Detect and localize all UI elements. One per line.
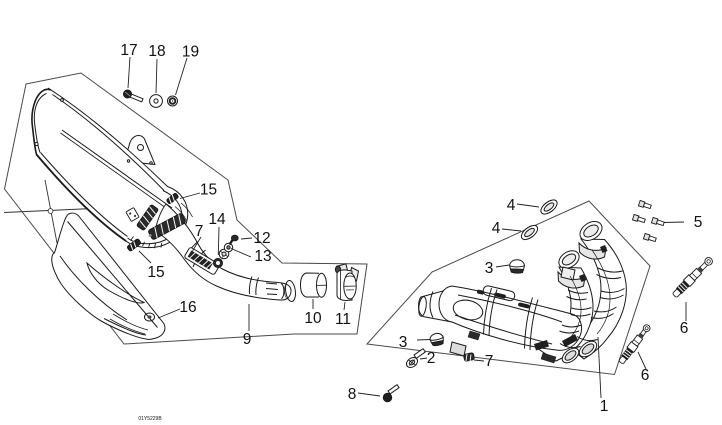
svg-text:19: 19	[182, 44, 199, 61]
svg-text:2: 2	[427, 350, 436, 367]
svg-text:16: 16	[179, 299, 196, 316]
svg-text:14: 14	[208, 211, 226, 228]
svg-text:7: 7	[195, 223, 204, 240]
svg-text:01Y5229B: 01Y5229B	[138, 416, 162, 422]
svg-text:15: 15	[147, 264, 164, 281]
svg-text:1: 1	[600, 398, 609, 415]
svg-text:9: 9	[243, 331, 252, 348]
svg-text:6: 6	[680, 320, 689, 337]
svg-text:15: 15	[200, 182, 217, 199]
svg-text:13: 13	[254, 248, 271, 265]
svg-text:17: 17	[120, 42, 137, 59]
svg-text:6: 6	[641, 367, 650, 384]
svg-text:4: 4	[507, 197, 516, 214]
svg-text:12: 12	[253, 230, 270, 247]
svg-text:8: 8	[348, 386, 357, 403]
svg-text:3: 3	[485, 260, 494, 277]
svg-text:10: 10	[304, 310, 322, 327]
svg-text:18: 18	[148, 43, 165, 60]
svg-text:3: 3	[399, 334, 408, 351]
svg-text:11: 11	[335, 311, 351, 328]
svg-text:7: 7	[485, 353, 494, 370]
svg-text:5: 5	[694, 214, 703, 231]
svg-text:4: 4	[492, 220, 501, 237]
